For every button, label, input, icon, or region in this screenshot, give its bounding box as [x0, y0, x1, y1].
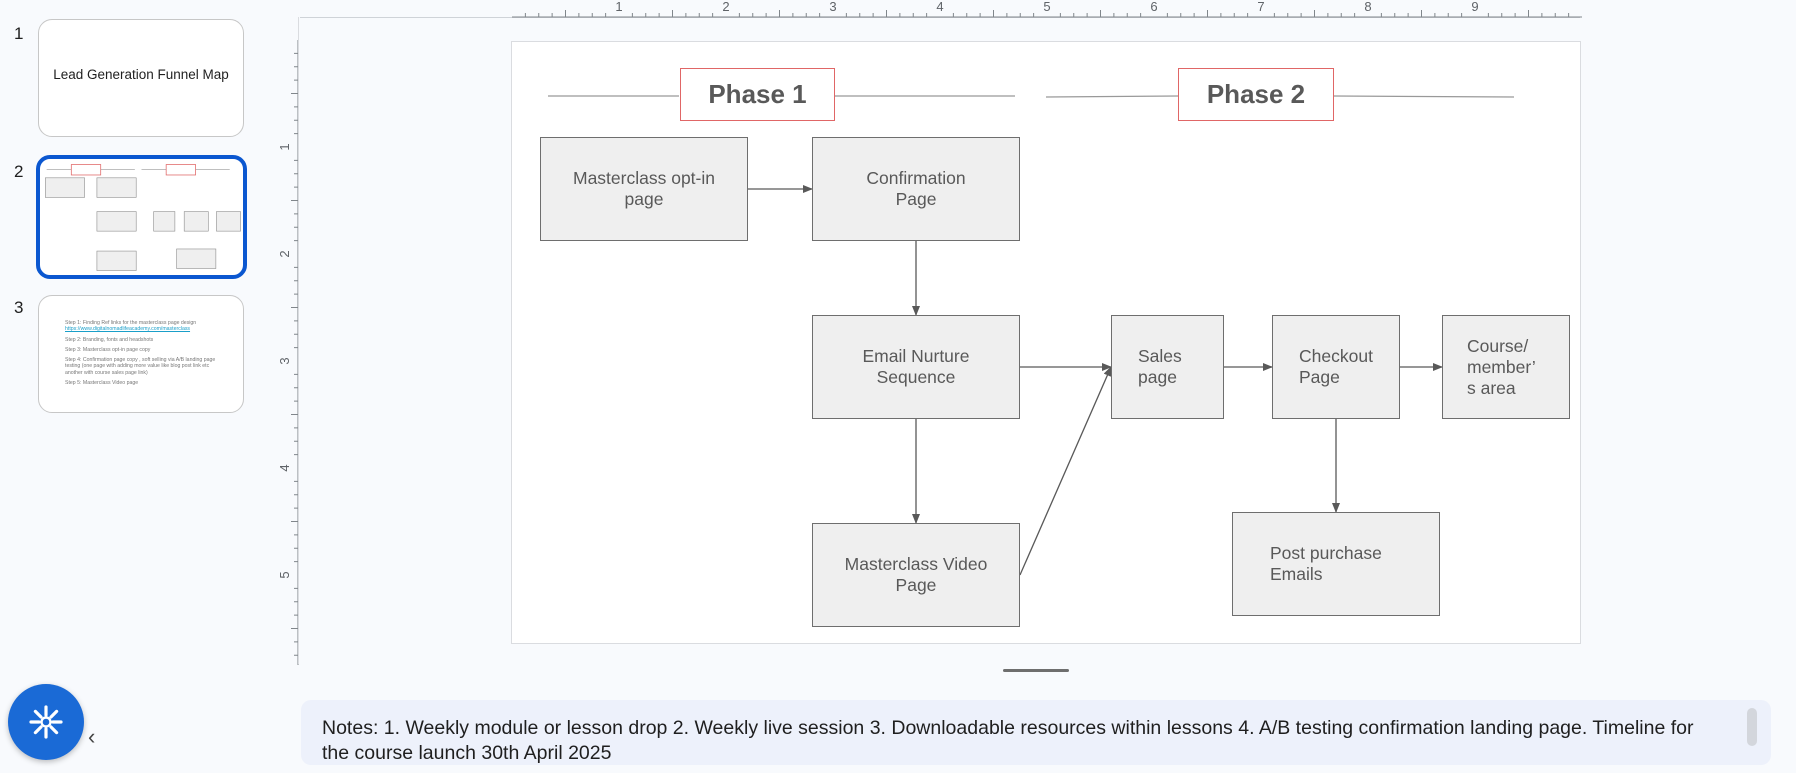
ruler-label: 2 [722, 0, 729, 14]
slide-thumbnail-3[interactable]: Step 1: Finding Ref links for the master… [38, 295, 244, 413]
phase-label-2[interactable]: Phase 2 [1178, 68, 1334, 121]
thumbnail-title: Lead Generation Funnel Map [53, 67, 229, 82]
thumbnail-link: https://www.digitalnomadlifeacademy.com/… [65, 326, 191, 333]
ruler-label: 5 [1043, 0, 1050, 14]
node-course-members-area[interactable]: Course/ member’ s area [1442, 315, 1570, 419]
node-email-nurture[interactable]: Email Nurture Sequence [812, 315, 1020, 419]
node-post-purchase-emails[interactable]: Post purchase Emails [1232, 512, 1440, 616]
collapse-filmstrip-chevron-icon[interactable]: ‹ [88, 724, 96, 749]
slide-thumbnail-1[interactable]: Lead Generation Funnel Map [38, 19, 244, 137]
speaker-notes-text[interactable]: Notes: 1. Weekly module or lesson drop 2… [322, 717, 1694, 764]
phase2-left-rule [1045, 95, 1179, 98]
slide-thumbnail-2[interactable] [36, 155, 247, 279]
connectors [548, 95, 1515, 576]
ruler-label: 4 [936, 0, 943, 14]
ruler-label: 2 [277, 250, 292, 257]
connector-video-to-sales[interactable] [1019, 366, 1112, 576]
ruler-label: 9 [1471, 0, 1478, 14]
thumbnail-line: Step 4: Confirmation page copy , soft se… [65, 357, 216, 376]
slide-number: 2 [14, 162, 24, 181]
ruler-label: 1 [277, 143, 292, 150]
ruler-label: 4 [277, 464, 292, 471]
slide-number: 1 [14, 24, 24, 43]
node-masterclass-optin[interactable]: Masterclass opt-in page [540, 137, 748, 241]
ruler-label: 3 [277, 357, 292, 364]
thumbnail-line: Step 2: Branding, fonts and headshots [65, 336, 154, 343]
node-masterclass-video[interactable]: Masterclass Video Page [812, 523, 1020, 627]
ruler-label: 1 [615, 0, 622, 14]
ruler-label: 3 [829, 0, 836, 14]
notes-scrollbar[interactable] [1747, 708, 1757, 746]
ruler-label: 7 [1257, 0, 1264, 14]
phase2-right-rule [1333, 95, 1515, 98]
slide-canvas[interactable]: Phase 1 Phase 2 Masterclass opt-in page … [511, 41, 1581, 644]
gemini-assistant-button[interactable] [8, 684, 84, 760]
thumbnail-line: Step 5: Masterclass Video page [65, 380, 139, 387]
canvas-resize-handle[interactable] [1003, 669, 1069, 672]
canvas-area [298, 17, 1580, 664]
thumbnail-text: Step 1: Finding Ref links for the master… [65, 320, 223, 390]
ruler-label: 8 [1364, 0, 1371, 14]
thumbnail-line: Step 3: Masterclass opt-in page copy [65, 346, 151, 353]
speaker-notes-panel[interactable]: Notes: 1. Weekly module or lesson drop 2… [301, 700, 1771, 765]
sparkle-icon [29, 705, 63, 739]
node-checkout-page[interactable]: Checkout Page [1272, 315, 1400, 419]
phase-label-1[interactable]: Phase 1 [680, 68, 835, 121]
horizontal-ruler[interactable]: 1 2 3 4 5 6 7 8 9 [512, 0, 1582, 18]
node-confirmation-page[interactable]: Confirmation Page [812, 137, 1020, 241]
thumbnail-diagram-preview [45, 164, 241, 271]
ruler-label: 6 [1150, 0, 1157, 14]
ruler-label: 5 [277, 571, 292, 578]
thumbnail-line: Step 1: Finding Ref links for the master… [65, 320, 197, 326]
slide-number: 3 [14, 298, 24, 317]
vertical-ruler[interactable]: 1 2 3 4 5 [276, 40, 300, 665]
node-sales-page[interactable]: Sales page [1111, 315, 1224, 419]
